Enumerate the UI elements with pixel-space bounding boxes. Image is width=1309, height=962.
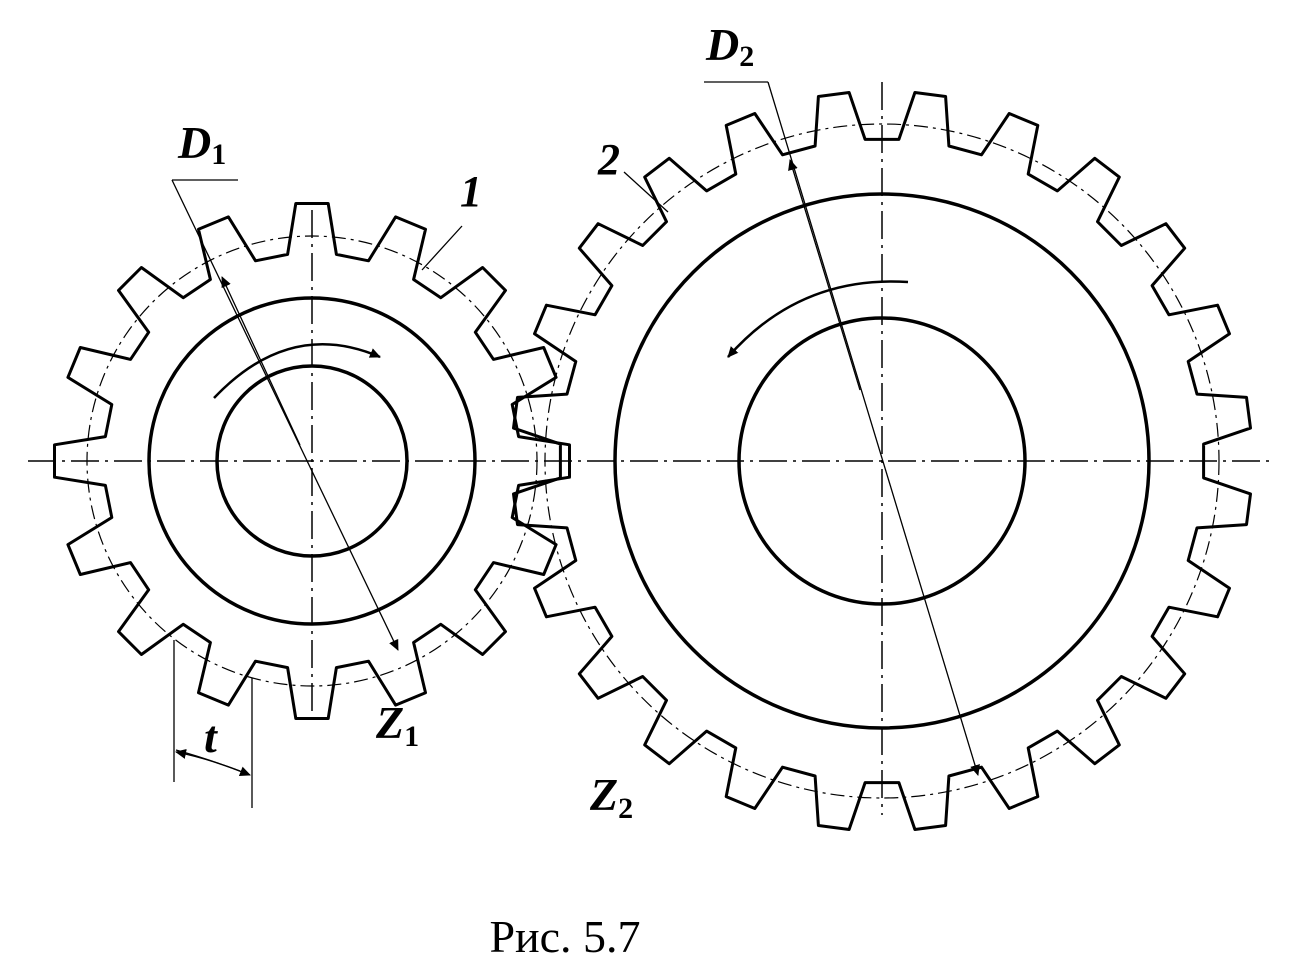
figure-caption: Рис. 5.7 — [489, 911, 641, 962]
z2-subscript: 2 — [618, 792, 633, 825]
gear-1-bore-circle — [215, 364, 409, 558]
d2-subscript: 2 — [739, 40, 754, 73]
d2-letter: D — [705, 19, 739, 70]
gear-1-body — [147, 296, 477, 626]
z1-label: Z1 — [375, 697, 419, 753]
gear-2-diameter-dimension — [704, 81, 980, 776]
gear-1-diameter-dimension — [171, 179, 399, 651]
gear-2-diameter-line-back — [788, 159, 861, 391]
gear-2-diameter-line — [767, 81, 980, 776]
d2-label: D2 — [705, 19, 754, 73]
d1-subscript: 1 — [211, 138, 226, 171]
gear-2-body — [613, 192, 1151, 730]
z2-letter: Z — [589, 769, 618, 820]
gear-1-number: 1 — [460, 167, 482, 216]
gear-1-diameter-line — [171, 179, 399, 651]
z1-subscript: 1 — [404, 720, 419, 753]
gear-2-rotation-arrow — [727, 280, 909, 358]
gear-2-number-leader — [623, 171, 669, 213]
pitch-circles — [86, 123, 1220, 799]
center-lines — [28, 82, 1275, 815]
pitch-label: t — [204, 711, 218, 762]
z2-label: Z2 — [589, 769, 633, 825]
gear-2-hub-circle — [613, 192, 1151, 730]
gear-2-number: 2 — [597, 135, 620, 184]
pitch-dimension — [173, 640, 253, 808]
gear-1-hub-circle — [147, 296, 477, 626]
gear-2-bore-circle — [737, 316, 1027, 606]
gear-1-number-leader — [421, 225, 463, 271]
gear-1-pitch-circle — [86, 235, 538, 687]
gear-1-tooth-profile — [53, 202, 571, 720]
gear-2-pitch-circle — [544, 123, 1220, 799]
gear-1-diameter-line-back — [221, 276, 301, 446]
gear-1-rotation-arrow — [213, 343, 381, 399]
gear-2-tooth-profile — [512, 91, 1252, 831]
pitch-arc-back — [175, 749, 241, 772]
d1-letter: D — [177, 117, 211, 168]
d1-label: D1 — [177, 117, 226, 171]
z1-letter: Z — [375, 697, 404, 748]
